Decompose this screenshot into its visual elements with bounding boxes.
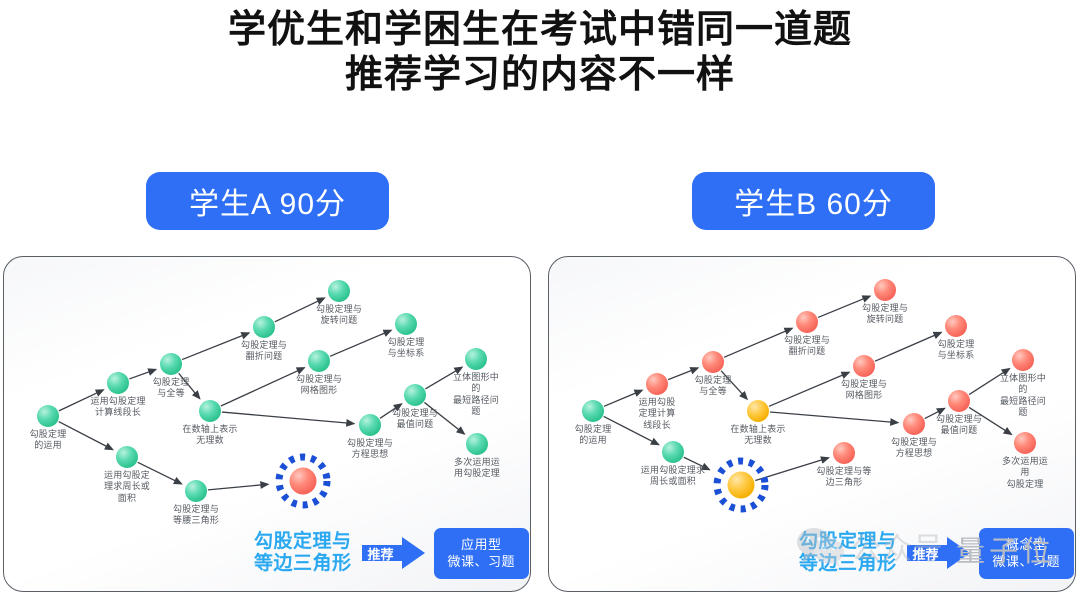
student-a-badge: 学生A 90分 [146, 172, 389, 230]
graph-node[interactable] [1012, 349, 1034, 371]
graph-node[interactable] [308, 350, 330, 372]
graph-edge [207, 481, 270, 491]
graph-edge [683, 456, 711, 471]
graph-node[interactable] [37, 405, 59, 427]
graph-node[interactable] [796, 311, 818, 333]
graph-edge [603, 389, 644, 407]
knowledge-graph-panel-student-a: 勾股定理 的运用运用勾股定理 计算线段长运用勾股定 理求周长或 面积勾股定理 与… [3, 256, 531, 592]
graph-node[interactable] [404, 384, 426, 406]
graph-node[interactable] [395, 313, 417, 335]
recommendation-result-right[interactable]: 概念型 微课、习题 [978, 527, 1075, 579]
page-title-line-1: 学优生和学困生在考试中错同一道题 [227, 9, 852, 51]
graph-edge [874, 331, 943, 362]
graph-node[interactable] [948, 390, 970, 412]
page-title-line-2: 推荐学习的内容不一样 [344, 53, 735, 96]
graph-edge [274, 297, 326, 323]
graph-edges [58, 297, 466, 491]
graph-edge [137, 461, 183, 485]
graph-edge [221, 411, 356, 427]
graph-node[interactable] [466, 433, 488, 455]
graph-edge [425, 366, 464, 390]
graph-node[interactable] [185, 480, 207, 502]
graph-node[interactable] [160, 353, 182, 375]
graph-node-highlighted[interactable] [289, 467, 317, 495]
graph-edge [329, 329, 393, 357]
graph-edge [755, 456, 830, 482]
graph-node[interactable] [662, 441, 684, 463]
graph-edge [181, 332, 251, 361]
graph-node[interactable] [116, 446, 138, 468]
graph-node[interactable] [747, 400, 769, 422]
graph-edge [720, 370, 749, 401]
graph-node[interactable] [702, 351, 724, 373]
recommendation-arrow-label-right: 推荐 [912, 546, 939, 562]
graph-edge [769, 411, 900, 426]
graph-node[interactable] [646, 373, 668, 395]
graph-edge [817, 295, 872, 319]
graph-edge [723, 327, 794, 358]
graph-edge [58, 420, 114, 451]
graph-node[interactable] [853, 355, 875, 377]
graph-edges [603, 295, 1013, 482]
recommendation-topic-left: 勾股定理与 等边三角形 [254, 531, 352, 575]
graph-node[interactable] [107, 372, 129, 394]
graph-node[interactable] [903, 413, 925, 435]
recommendation-row-left: 勾股定理与 等边三角形 推荐 应用型 微课、习题 [254, 527, 530, 579]
graph-edge [178, 372, 201, 400]
graph-edge [603, 415, 660, 446]
graph-node[interactable] [874, 279, 896, 301]
recommendation-result-left[interactable]: 应用型 微课、习题 [433, 527, 530, 579]
graph-edge [968, 406, 1013, 436]
graph-node[interactable] [582, 400, 604, 422]
graph-node[interactable] [465, 348, 487, 370]
page-title: 学优生和学困生在考试中错同一道题 推荐学习的内容不一样 [0, 8, 1080, 98]
graph-node[interactable] [833, 442, 855, 464]
recommendation-row-right: 勾股定理与 等边三角形 推荐 概念型 微课、习题 [799, 527, 1075, 579]
graph-node[interactable] [1014, 432, 1036, 454]
graph-edge [768, 371, 851, 407]
student-b-badge: 学生B 60分 [692, 172, 935, 230]
graph-node[interactable] [253, 316, 275, 338]
graph-edge [667, 367, 700, 381]
arrow-right-icon [361, 537, 425, 570]
recommendation-arrow-left: 推荐 [361, 536, 426, 570]
graph-edge [424, 401, 466, 435]
recommendation-arrow-right: 推荐 [906, 536, 971, 570]
graph-edge [968, 367, 1011, 396]
recommendation-topic-right: 勾股定理与 等边三角形 [799, 531, 897, 575]
graph-edge [379, 403, 403, 419]
recommendation-arrow-label-left: 推荐 [367, 546, 394, 562]
graph-edge [129, 368, 158, 380]
arrow-right-icon [906, 537, 970, 570]
graph-node[interactable] [359, 414, 381, 436]
knowledge-graph-panel-student-b: 勾股定理 的运用运用勾股 定理计算 线段长运用勾股定理求 周长或面积勾股定理 与… [548, 256, 1076, 592]
graph-edge [924, 407, 946, 420]
graph-node[interactable] [328, 280, 350, 302]
graph-node[interactable] [945, 315, 967, 337]
graph-node-highlighted[interactable] [727, 471, 755, 499]
graph-edge [220, 367, 306, 407]
graph-edge [58, 389, 105, 412]
graph-node[interactable] [199, 400, 221, 422]
